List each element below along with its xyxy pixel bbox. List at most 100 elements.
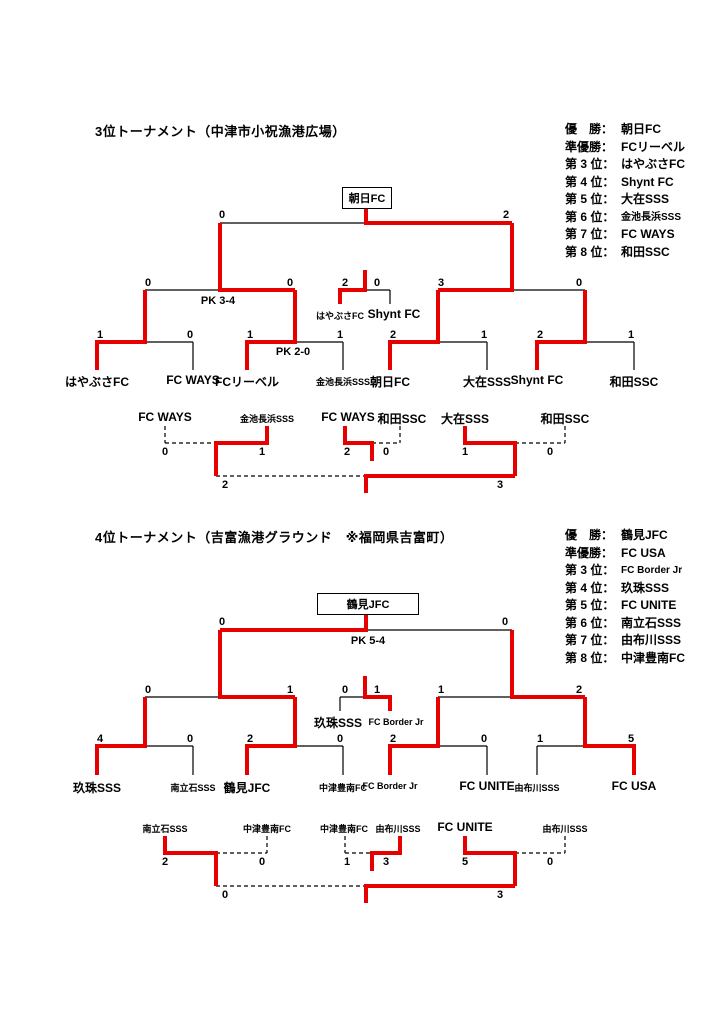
rank-team: FC Border Jr [621,565,683,576]
t1-sf2-left-score: 3 [437,277,445,289]
t1-team-2: FC WAYS [166,373,220,387]
t1-cons-m2-left-score: 2 [343,446,351,458]
t1-consolation-dashed-lines [164,426,566,477]
t1-sf2-right-score: 0 [575,277,583,289]
t1-title: 3位トーナメント（中津市小祝漁港広場） [95,124,346,139]
t2-qf3-right-score: 0 [480,733,488,745]
t2-rank-row-5: 第 5 位： FC UNITE [565,597,685,615]
t2-cons-m2-right-team: 由布川SSS [375,824,421,834]
t1-cons-m2-left-team: FC WAYS [321,410,375,424]
t2-cons-m3-right-team: 由布川SSS [542,824,588,834]
t2-team-1: 玖珠SSS [72,781,122,795]
t1-team-1: はやぶさFC [65,375,129,389]
t2-final-left-score: 0 [218,616,226,628]
t2-sf1-left-score: 0 [144,684,152,696]
t1-rank-row-5: 第 5 位： 大在SSS [565,191,685,209]
t1-cons-m1-left-score: 0 [161,446,169,458]
t1-rank-row-6: 第 6 位：金池長浜SSS [565,209,685,227]
rank-team: FC UNITE [621,598,677,612]
t2-qf2-left-score: 2 [246,733,254,745]
t1-final-left-score: 0 [218,209,226,221]
rank-team: 金池長浜SSS [621,211,682,223]
t2-qf1-left-score: 4 [96,733,104,745]
t2-rank-row-2: 準優勝：FC USA [565,545,685,563]
t2-champion-box: 鶴見JFC [317,593,419,615]
rank-label: 第 6 位： [565,615,615,630]
t2-team-2: 南立石SSS [170,783,216,793]
t2-champion-name: 鶴見JFC [346,599,390,611]
rank-team: FC WAYS [621,227,675,241]
t1-rank-row-4: 第 4 位： Shynt FC [565,174,685,192]
t1-team-4: 金池長浜SSS [315,377,371,387]
rank-team: 朝日FC [621,122,661,136]
t2-cons-m2-right-score: 3 [382,856,390,868]
rank-label: 第 4 位： [565,174,615,189]
t1-qf4-left-score: 2 [536,329,544,341]
t1-cons-m1-right-team: 金池長浜SSS [239,414,295,424]
t1-cons-final-left-score: 2 [221,479,229,491]
t1-cons-m3-left-score: 1 [461,446,469,458]
t2-third-left-team: 玖珠SSS [313,716,363,730]
rank-team: 中津豊南FC [621,650,685,665]
t2-cons-m1-left-team: 南立石SSS [142,824,188,834]
t1-cons-m2-right-team: 和田SSC [377,412,427,426]
rank-team: 大在SSS [621,192,670,206]
t1-cons-m1-left-team: FC WAYS [138,410,192,424]
t2-rank-row-7: 第 7 位：由布川SSS [565,632,685,650]
t1-rank-row-2: 準優勝：FCリーベル [565,139,685,157]
t1-qf2-left-score: 1 [246,329,254,341]
t1-qf3-right-score: 1 [480,329,488,341]
rank-label: 第 8 位： [565,650,615,665]
t2-cons-m3-left-score: 5 [461,856,469,868]
t1-rank-row-3: 第 3 位：はやぶさFC [565,156,685,174]
t2-title: 4位トーナメント（吉富漁港グラウンド ※福岡県吉富町） [95,530,454,545]
rank-label: 第 7 位： [565,227,615,241]
t1-team-3: FCリーベル [215,375,279,389]
t2-winner-path [95,613,636,903]
t2-final-right-score: 0 [501,616,509,628]
rank-label: 第 8 位： [565,244,615,259]
t1-cons-m2-right-score: 0 [382,446,390,458]
t2-cons-final-left-score: 0 [221,889,229,901]
t1-cons-m3-left-team: 大在SSS [440,412,490,426]
rank-team: 玖珠SSS [621,580,670,595]
rank-label: 準優勝： [565,545,614,560]
t2-cons-m1-left-score: 2 [161,856,169,868]
t1-third-right-score: 0 [373,277,381,289]
t1-team-6: 大在SSS [462,375,512,389]
rank-label: 第 5 位： [565,598,615,612]
t1-qf1-right-score: 0 [186,329,194,341]
t2-qf4-left-score: 1 [536,733,544,745]
t2-third-right-team: FC Border Jr [368,717,424,727]
t1-champion-name: 朝日FC [348,193,386,205]
rank-team: はやぶさFC [621,157,685,171]
rank-team: Shynt FC [621,174,674,189]
t1-rank-row-1: 優 勝：朝日FC [565,121,685,139]
t2-qf4-right-score: 5 [627,733,635,745]
t1-cons-final-right-score: 3 [496,479,504,491]
t1-cons-m1-right-score: 1 [258,446,266,458]
t2-team-7: 由布川SSS [514,783,560,793]
rank-label: 優 勝： [565,528,614,542]
t1-semifinal-pk-label: PK 3-4 [200,295,236,307]
t1-qf2-right-score: 1 [336,329,344,341]
rank-label: 第 7 位： [565,633,615,647]
t2-rank-row-3: 第 3 位：FC Border Jr [565,562,685,580]
t2-team-6: FC UNITE [459,779,515,793]
t1-sf1-left-score: 0 [144,277,152,289]
t2-sf2-left-score: 1 [437,684,445,696]
t1-qf3-left-score: 2 [389,329,397,341]
rank-label: 第 5 位： [565,192,615,206]
rank-label: 準優勝： [565,139,614,154]
t2-third-right-score: 1 [373,684,381,696]
t1-final-right-score: 2 [502,209,510,221]
t1-team-5: 朝日FC [370,375,410,389]
t2-team-5: FC Border Jr [362,781,418,791]
t1-cons-m3-right-team: 和田SSC [540,412,590,426]
t2-qf1-right-score: 0 [186,733,194,745]
t1-qf1-left-score: 1 [96,329,104,341]
t2-team-4: 中津豊南FC [319,783,367,793]
t2-rank-row-6: 第 6 位：南立石SSS [565,615,685,633]
t2-cons-m1-right-score: 0 [258,856,266,868]
